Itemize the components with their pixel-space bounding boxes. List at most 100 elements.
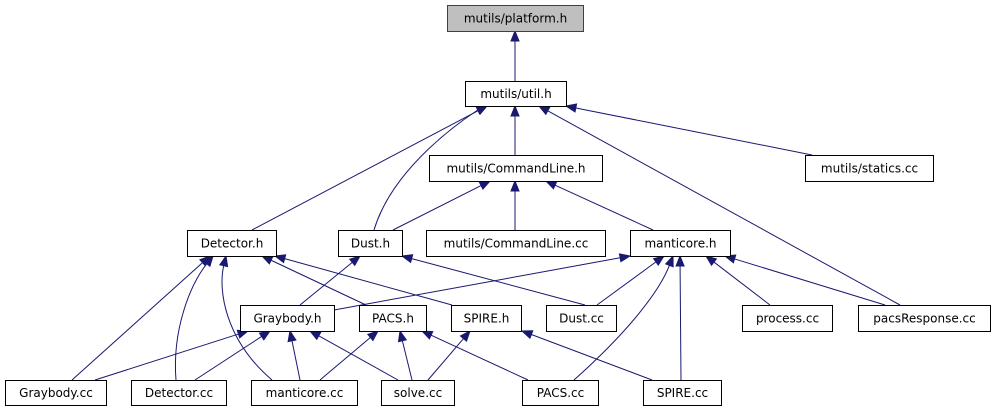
arrowhead-icon (704, 255, 718, 267)
edge-dust-cc-to-dust-h (400, 254, 586, 306)
edge-process-cc-to-manticore-h (704, 255, 771, 306)
edge-line (411, 258, 586, 306)
arrowhead-icon (537, 105, 551, 116)
edge-line (575, 107, 813, 156)
node-manticore-cc[interactable]: manticore.cc (251, 380, 358, 406)
arrowhead-icon (260, 255, 274, 265)
edge-commandline-h-to-util-h (510, 104, 520, 155)
edge-graybody-cc-to-graybody-h (94, 329, 250, 381)
node-label: PACS.cc (537, 386, 584, 400)
edge-line (573, 265, 670, 381)
edge-pacs-cc-to-pacs-h (420, 330, 529, 381)
node-detector-cc[interactable]: Detector.cc (131, 380, 227, 406)
node-box (546, 305, 617, 332)
node-statics-cc[interactable]: mutils/statics.cc (805, 155, 934, 182)
node-label: mutils/CommandLine.h (446, 162, 585, 176)
arrowhead-icon (400, 254, 414, 264)
node-util-h[interactable]: mutils/util.h (465, 81, 567, 107)
node-box (742, 305, 833, 332)
node-spire-cc[interactable]: SPIRE.cc (643, 380, 722, 406)
node-box (805, 155, 934, 182)
node-box (465, 81, 567, 107)
arrowhead-icon (420, 330, 434, 340)
arrowhead-icon (348, 255, 362, 267)
arrowhead-icon (218, 254, 229, 268)
arrowhead-icon (510, 104, 520, 117)
node-box (858, 305, 991, 332)
node-label: manticore.cc (266, 386, 344, 400)
node-label: pacsResponse.cc (873, 312, 975, 326)
edge-spire-cc-to-spire-h (520, 330, 653, 381)
node-solve-cc[interactable]: solve.cc (381, 380, 455, 406)
arrowhead-icon (510, 179, 520, 192)
node-process-cc[interactable]: process.cc (742, 305, 833, 332)
node-box (359, 305, 427, 332)
node-box (131, 380, 227, 406)
edge-line (531, 334, 653, 381)
arrowhead-icon (308, 330, 322, 341)
edge-spire-h-to-detector-h (273, 254, 453, 306)
arrowhead-icon (520, 330, 534, 340)
edge-statics-cc-to-util-h (564, 103, 813, 156)
arrowhead-icon (652, 255, 666, 267)
node-dust-h[interactable]: Dust.h (338, 230, 403, 257)
edge-detector-cc-to-graybody-h (194, 330, 272, 381)
edge-line (333, 257, 621, 311)
node-box (522, 380, 599, 406)
edge-manticore-cc-to-graybody-h (287, 329, 301, 381)
node-label: Detector.h (201, 237, 264, 251)
edge-line (251, 110, 479, 231)
edge-pacs-h-to-detector-h (260, 255, 367, 306)
edge-dust-h-to-commandline-h (392, 180, 492, 231)
edge-graybody-h-to-manticore-h (333, 253, 632, 311)
edge-pacsresponse-cc-to-manticore-h (723, 254, 886, 306)
arrowhead-icon (478, 180, 492, 190)
node-detector-h[interactable]: Detector.h (187, 230, 277, 257)
node-manticore-h[interactable]: manticore.h (630, 230, 731, 257)
edge-pacs-cc-to-manticore-h (573, 254, 674, 381)
node-box (426, 230, 606, 257)
edge-manticore-h-to-commandline-h (544, 180, 654, 231)
node-pacs-cc[interactable]: PACS.cc (522, 380, 599, 406)
node-label: process.cc (756, 312, 819, 326)
node-label: Dust.cc (559, 312, 604, 326)
arrowhead-icon (564, 103, 578, 113)
edge-line (318, 335, 399, 381)
node-graybody-cc[interactable]: Graybody.cc (5, 380, 107, 406)
arrowhead-icon (510, 29, 520, 42)
edge-line (547, 110, 901, 306)
edge-solve-cc-to-pacs-h (397, 329, 413, 381)
node-label: manticore.h (644, 237, 716, 251)
edge-line (194, 336, 262, 381)
node-pacs-h[interactable]: PACS.h (359, 305, 427, 332)
edges-layer (71, 29, 901, 381)
node-box (187, 230, 277, 257)
edge-spire-cc-to-manticore-h (675, 254, 685, 381)
edge-line (284, 258, 453, 306)
edge-line (221, 265, 273, 381)
node-label: Dust.h (351, 237, 390, 251)
node-spire-h[interactable]: SPIRE.h (451, 305, 522, 332)
node-dust-cc[interactable]: Dust.cc (546, 305, 617, 332)
arrowhead-icon (287, 329, 297, 343)
edge-commandline-cc-to-commandline-h (510, 179, 520, 230)
arrowhead-icon (202, 254, 214, 268)
edge-line (596, 261, 657, 306)
node-commandline-cc[interactable]: mutils/CommandLine.cc (426, 230, 606, 257)
edge-line (734, 258, 886, 306)
arrowhead-icon (258, 330, 272, 341)
edge-line (94, 333, 239, 381)
edge-pacsresponse-cc-to-util-h (537, 105, 901, 306)
node-platform-h: mutils/platform.h (447, 5, 584, 32)
node-box (251, 380, 358, 406)
node-box (429, 155, 603, 182)
arrowhead-icon (675, 254, 685, 267)
edge-line (392, 185, 482, 231)
node-graybody-h[interactable]: Graybody.h (240, 305, 335, 332)
node-pacsresponse-cc[interactable]: pacsResponse.cc (858, 305, 991, 332)
node-box (451, 305, 522, 332)
edge-line (71, 262, 203, 381)
node-commandline-h[interactable]: mutils/CommandLine.h (429, 155, 603, 182)
node-label: SPIRE.cc (657, 386, 708, 400)
